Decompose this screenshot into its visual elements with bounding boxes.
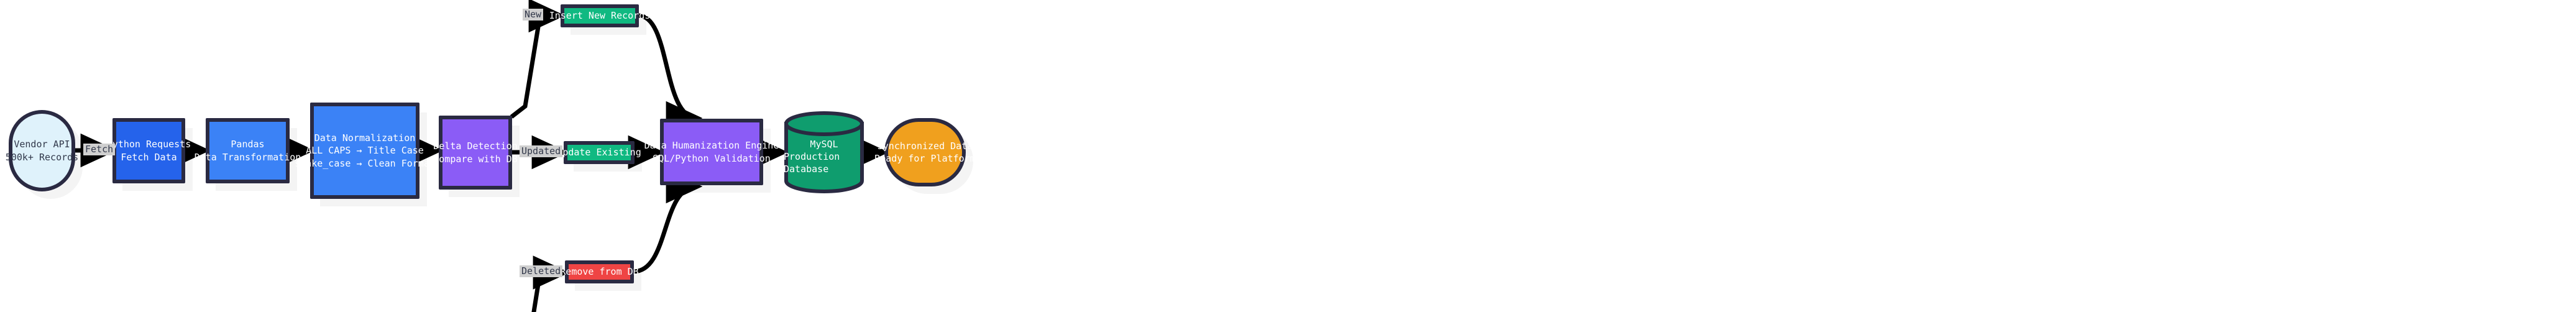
node-data-humanization-engine[interactable]: Data Humanization Engine SQL/Python Vali… xyxy=(644,119,779,185)
node-synchronized-data-line1: Synchronized Data xyxy=(877,140,973,152)
node-pandas[interactable]: Pandas Data Transformation xyxy=(195,118,301,183)
node-pandas-line1: Pandas xyxy=(231,139,265,150)
node-remove-from-db[interactable]: Remove from DB xyxy=(560,260,639,283)
node-data-normalization-line2: ALL CAPS → Title Case xyxy=(306,145,424,157)
edge-delta-to-remove xyxy=(531,255,570,312)
node-delta-detection[interactable]: Delta Detection Compare with DB xyxy=(433,116,518,190)
node-vendor-api-line2: 500k+ Records xyxy=(5,151,79,163)
node-synchronized-data-line2: Ready for Platform xyxy=(874,153,976,164)
node-remove-from-db-line1: Remove from DB xyxy=(560,266,639,278)
node-synchronized-data[interactable]: Synchronized Data Ready for Platform xyxy=(874,118,976,186)
node-data-humanization-engine-line1: Data Humanization Engine xyxy=(644,140,779,152)
edge-remove-to-engine xyxy=(633,169,703,274)
node-data-normalization-line3: snake_case → Clean Format xyxy=(295,157,435,169)
node-python-requests-line1: Python Requests xyxy=(106,139,191,150)
node-update-existing[interactable]: Update Existing xyxy=(557,141,641,164)
node-insert-new-records-line1: Insert New Records xyxy=(549,10,651,22)
node-update-existing-line1: Update Existing xyxy=(557,147,641,158)
node-delta-detection-line2: Compare with DB xyxy=(433,153,518,165)
node-vendor-api[interactable]: Vendor API 500k+ Records xyxy=(5,110,79,191)
node-delta-detection-line1: Delta Detection xyxy=(433,140,518,152)
node-data-humanization-engine-line2: SQL/Python Validation xyxy=(653,152,771,164)
node-data-normalization-line1: Data Normalization xyxy=(314,132,416,144)
node-mysql-production-database[interactable]: MySQL Production Database xyxy=(784,111,864,193)
edge-label-updated: Updated xyxy=(520,145,563,157)
edge-label-fetch: Fetch xyxy=(83,144,116,155)
edge-delta-to-insert xyxy=(510,0,566,119)
edge-label-deleted: Deleted xyxy=(520,265,563,277)
node-insert-new-records[interactable]: Insert New Records xyxy=(549,4,650,27)
node-data-normalization[interactable]: Data Normalization ALL CAPS → Title Case… xyxy=(295,103,435,199)
node-python-requests[interactable]: Python Requests Fetch Data xyxy=(107,118,191,183)
node-pandas-line2: Data Transformation xyxy=(194,151,301,163)
node-vendor-api-line1: Vendor API xyxy=(14,139,70,150)
database-cylinder-icon xyxy=(784,111,864,193)
edge-label-new: New xyxy=(523,9,544,21)
edge-insert-to-engine xyxy=(638,13,703,135)
node-python-requests-line2: Fetch Data xyxy=(121,151,177,163)
